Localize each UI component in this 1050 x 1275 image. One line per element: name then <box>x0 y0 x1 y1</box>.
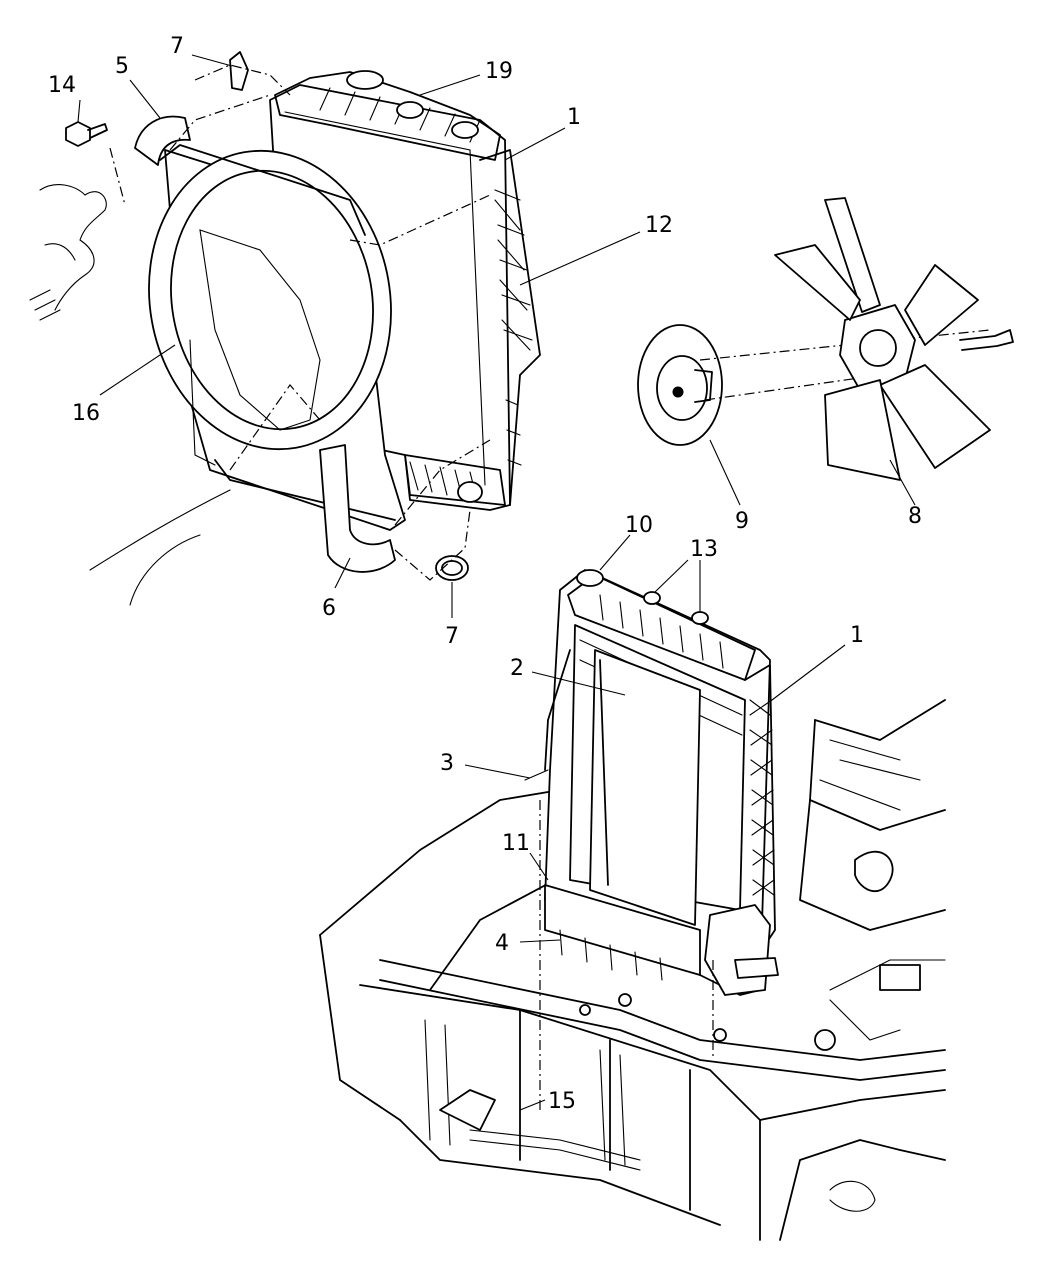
assembly-line-upper-d <box>229 384 321 471</box>
callout-7-lower: 7 <box>445 624 459 649</box>
leader-15 <box>519 1099 546 1111</box>
callout-12: 12 <box>645 213 673 238</box>
leader-3 <box>464 764 531 779</box>
upper-radiator <box>269 70 541 511</box>
leader-9 <box>709 439 741 506</box>
bolt <box>65 121 108 147</box>
cooling-fan <box>774 197 1014 481</box>
lower-radiator <box>524 569 779 996</box>
lower-hose <box>319 444 396 573</box>
leader-19 <box>419 74 481 96</box>
leader-6 <box>334 557 351 589</box>
leader-5 <box>129 79 161 119</box>
leader-4 <box>519 939 561 943</box>
hose-clamp-lower <box>435 555 469 581</box>
leader-8 <box>889 459 916 506</box>
callout-14: 14 <box>48 73 76 98</box>
fan-axis-line-2 <box>704 374 881 401</box>
callout-6: 6 <box>322 596 336 621</box>
callout-5: 5 <box>115 54 129 79</box>
callout-2: 2 <box>510 656 524 681</box>
callout-9: 9 <box>735 509 749 534</box>
hose-clamp-upper <box>229 51 249 91</box>
leader-12 <box>519 231 641 286</box>
callout-1-upper: 1 <box>567 105 581 130</box>
leader-13a <box>654 559 689 593</box>
leader-lines <box>77 54 916 1111</box>
assembly-line-upper-e <box>394 439 491 526</box>
callout-13: 13 <box>690 537 718 562</box>
callout-15: 15 <box>548 1089 576 1114</box>
callout-3: 3 <box>440 751 454 776</box>
callout-8: 8 <box>908 504 922 529</box>
callout-1-lower: 1 <box>850 623 864 648</box>
vehicle-front-frame <box>319 699 946 1241</box>
callout-labels: 14 5 7 19 1 12 16 6 7 9 8 10 13 1 2 3 11… <box>48 34 922 1114</box>
leader-16 <box>99 344 176 396</box>
assembly-line-upper-g <box>109 147 126 206</box>
callout-7-upper: 7 <box>170 34 184 59</box>
callout-11: 11 <box>502 831 530 856</box>
leader-11 <box>529 852 549 881</box>
leader-14 <box>77 99 81 123</box>
fan-shroud <box>148 144 406 531</box>
fan-clutch <box>637 324 723 446</box>
leader-1b <box>771 644 846 701</box>
leader-1a <box>504 127 566 161</box>
callout-16: 16 <box>72 401 100 426</box>
assembly-line-upper-f <box>394 509 471 581</box>
callout-4: 4 <box>495 931 509 956</box>
engine-outline <box>29 184 231 606</box>
callout-10: 10 <box>625 513 653 538</box>
leader-2 <box>531 671 626 696</box>
leader-7a <box>191 54 233 67</box>
callout-19: 19 <box>485 59 513 84</box>
leader-10 <box>599 534 631 571</box>
